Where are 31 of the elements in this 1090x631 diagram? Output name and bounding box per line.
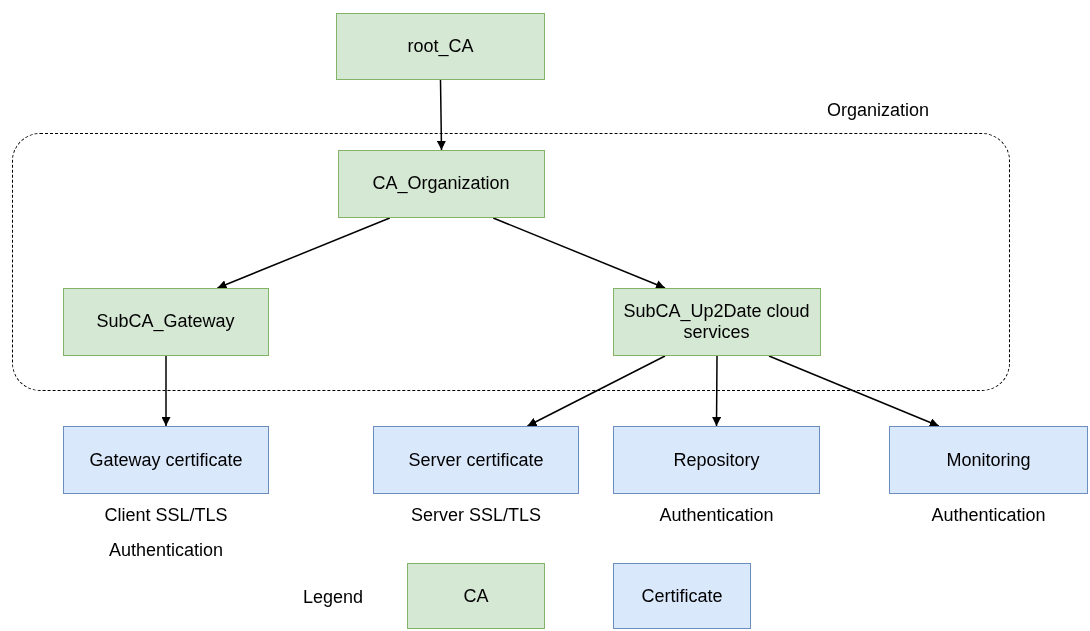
ca-box — [337, 149, 545, 218]
arrow — [436, 79, 446, 151]
node-label: Server certificate — [407, 449, 545, 471]
certificate-box — [373, 426, 579, 494]
ca-box — [62, 287, 269, 356]
arrow — [526, 355, 666, 427]
group-label: Organization — [826, 100, 929, 121]
annotation-text: Server SSL/TLS — [409, 504, 543, 527]
ca-box — [612, 287, 821, 356]
node-label: Monitoring — [945, 449, 1032, 471]
arrow — [492, 217, 666, 289]
node-label: root_CA — [406, 36, 475, 57]
annotation-text: Client SSL/TLS Authentication — [103, 504, 229, 562]
node-label: Repository — [672, 449, 761, 471]
node-label: SubCA_Gateway — [95, 311, 236, 332]
arrow — [712, 355, 722, 427]
ca-box — [336, 13, 545, 80]
legend-label: CA — [463, 585, 489, 607]
certificate-box — [889, 426, 1088, 494]
legend-label: Certificate — [641, 585, 723, 607]
certificate-box — [613, 426, 820, 494]
node-label: SubCA_Up2Date cloud services — [622, 300, 811, 343]
legend-title: Legend — [303, 587, 364, 608]
node-label: Gateway certificate — [88, 449, 244, 471]
certificate-box — [63, 426, 269, 494]
arrow — [216, 217, 391, 289]
annotation-text: Authentication — [930, 504, 1047, 527]
arrow — [768, 355, 940, 427]
node-label: CA_Organization — [371, 173, 511, 194]
annotation-text: Authentication — [658, 504, 775, 527]
arrow — [161, 355, 171, 427]
